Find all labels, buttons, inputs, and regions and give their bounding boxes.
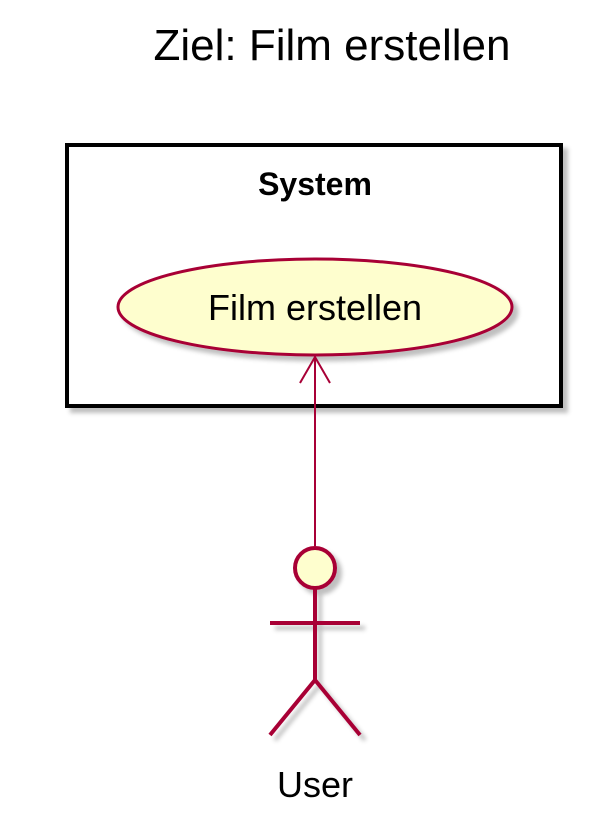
actor-right-leg [313,678,362,737]
diagram-title: Ziel: Film erstellen [154,21,511,70]
actor-label: User [277,764,353,805]
actor-left-leg [268,678,317,737]
arrowhead-icon [299,354,331,384]
actor-head [293,546,337,590]
use-case-label: Film erstellen [208,287,422,328]
use-case: Film erstellen [116,257,514,357]
actor-figure [268,546,362,737]
system-label: System [258,166,372,202]
association-arrow [299,354,331,546]
